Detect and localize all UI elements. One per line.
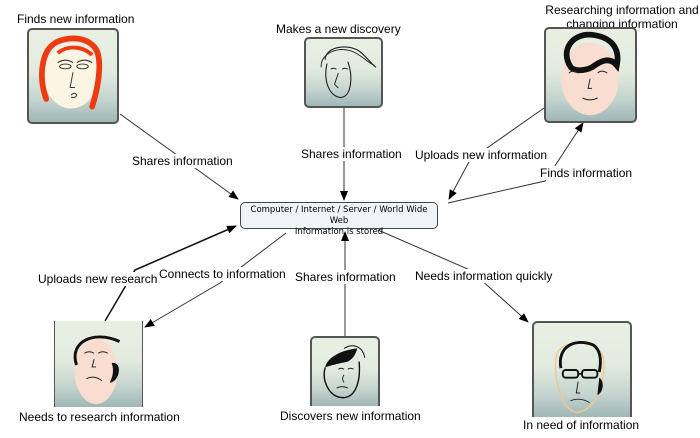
person-card-finds-new-information[interactable] [27,28,119,124]
edge-label-uploads-new-research: Uploads new research [37,272,159,286]
quiff-haired-face-icon [323,345,366,399]
person-card-makes-a-new-discovery[interactable] [304,37,383,108]
edge-label-connects-to-information: Connects to information [158,267,287,281]
side-haired-face-icon [73,335,121,405]
person-card-in-need-of-information[interactable] [532,321,632,417]
caption-in-need-of-information: In need of information [523,418,640,432]
edge-label-uploads-new-information: Uploads new information [414,148,549,162]
edge-label-shares-information-1: Shares information [131,154,234,168]
center-node-line1: Computer / Internet / Server / World Wid… [250,205,428,226]
edge-label-finds-information: Finds information [539,166,634,180]
caption-makes-a-new-discovery: Makes a new discovery [276,22,401,36]
edge-center-to-researching [447,122,584,204]
edge-label-shares-information-3: Shares information [294,270,397,284]
edge-label-needs-information-quickly: Needs information quickly [414,269,554,283]
caption-finds-new-information: Finds new information [17,12,135,26]
edge-needs-research-to-center [104,225,237,322]
red-haired-face-icon [39,35,103,110]
sketch-face-icon [320,46,377,99]
person-card-needs-to-research[interactable] [54,321,143,407]
center-node-information-store[interactable]: Computer / Internet / Server / World Wid… [240,202,438,237]
edge-center-to-needs-research [144,232,287,328]
caption-discovers-new-information: Discovers new information [280,409,421,423]
person-card-discovers-new-information[interactable] [310,336,380,406]
edge-label-shares-information-2: Shares information [300,147,403,161]
center-node-line2: Information is stored [294,227,384,237]
caption-researching-line1: Researching information and [545,3,699,17]
glasses-face-icon [554,340,605,413]
person-card-researching-information[interactable] [544,27,637,123]
caption-needs-to-research-information: Needs to research information [19,410,180,424]
wavy-haired-face-icon [561,31,621,116]
